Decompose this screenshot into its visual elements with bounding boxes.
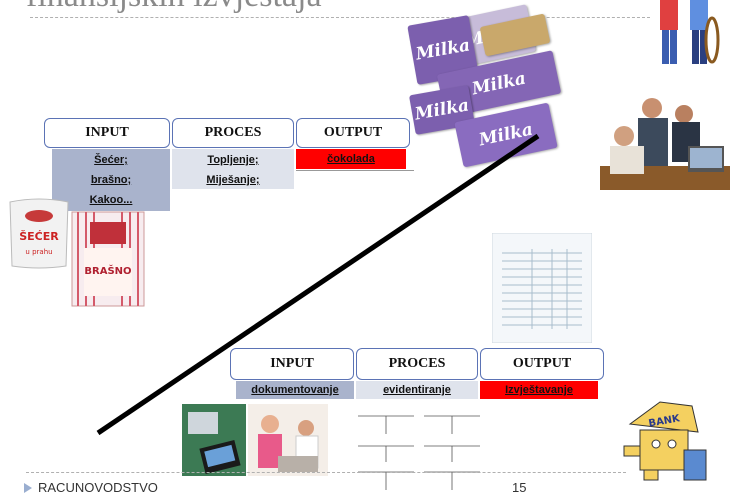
input-item: Kakoo... [89, 194, 133, 206]
flour-package-image: BRAŠNO [71, 211, 145, 307]
proces-item: Miješanje; [206, 174, 260, 186]
ledger-accounts-image [354, 402, 484, 496]
cashier-shop-image [248, 404, 328, 476]
top-output-header: OUTPUT [296, 118, 410, 148]
bottom-output-cell: Izvještavanje [480, 381, 598, 399]
bottom-proces-header: PROCES [356, 348, 478, 380]
bottom-output-header: OUTPUT [480, 348, 604, 380]
flour-label: BRAŠNO [84, 264, 131, 277]
top-input-header: INPUT [44, 118, 170, 148]
page-number: 15 [512, 480, 527, 495]
top-input-cell: Šećer; brašno; Kakoo... [52, 149, 170, 211]
atm-card-image [182, 404, 246, 476]
footer-divider [26, 472, 626, 473]
svg-text:u prahu: u prahu [25, 248, 52, 256]
bank-cartoon-image: BANK [623, 401, 707, 481]
footer-label: RACUNOVODSTVO [38, 480, 158, 495]
office-people-image [590, 92, 740, 192]
slide-title: finansijskih izvještaja [26, 0, 322, 18]
proces-item: Topljenje; [207, 154, 259, 166]
top-proces-cell: Topljenje; Miješanje; [172, 149, 294, 189]
title-divider [30, 17, 650, 18]
bottom-proces-cell: evidentiranje [356, 381, 478, 399]
footer-bullet-icon [24, 482, 32, 493]
input-item: brašno; [90, 174, 132, 186]
bottom-input-cell: dokumentovanje [236, 381, 354, 399]
footer: RACUNOVODSTVO [24, 480, 158, 495]
top-proces-header: PROCES [172, 118, 294, 148]
output-item: čokolada [327, 153, 375, 165]
output-underline [296, 170, 414, 171]
input-item: Šećer; [94, 154, 128, 166]
bottom-input-header: INPUT [230, 348, 354, 380]
sugar-label: ŠEĆER [19, 230, 59, 243]
report-document-image [492, 233, 592, 343]
top-output-cell: čokolada [296, 149, 406, 169]
cartoon-workers-image [660, 0, 720, 64]
sugar-package-image: ŠEĆER u prahu [9, 198, 69, 269]
